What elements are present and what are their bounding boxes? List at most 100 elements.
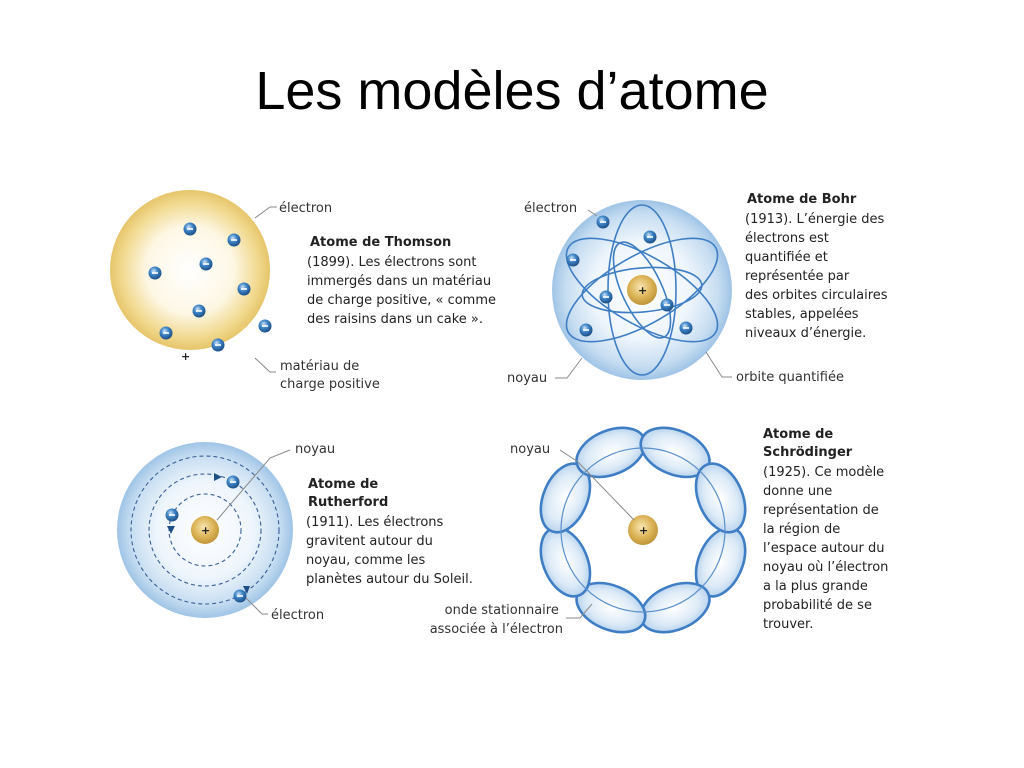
schrodinger-wave-line-2: associée à l’électron — [430, 622, 563, 637]
schrodinger-desc-line: l’espace autour du — [763, 541, 884, 556]
rutherford-desc-line: (1911). Les électrons — [306, 515, 444, 530]
bohr-electrons — [566, 215, 693, 337]
bohr-desc-line: des orbites circulaires — [745, 288, 888, 303]
electron-minus-sign — [196, 310, 202, 312]
schrodinger-desc-line: représentation de — [763, 503, 879, 518]
thomson-positive-sign: + — [181, 350, 190, 363]
electron — [227, 233, 241, 247]
rutherford-nucleus-callout: noyau — [295, 442, 335, 457]
thomson-electron-callout: électron — [279, 201, 332, 216]
bohr-model: + électron noyau orbite quantifiée Atome… — [507, 192, 892, 386]
rutherford-orbit-arrow — [243, 586, 250, 594]
bohr-orbit — [565, 237, 719, 343]
schrodinger-wave — [539, 426, 747, 634]
electron — [148, 266, 162, 280]
electron — [599, 290, 613, 304]
rutherford-name-line: Atome de — [308, 477, 378, 492]
electron-minus-sign — [600, 221, 606, 223]
electron — [199, 257, 213, 271]
rutherford-electron-callout: électron — [271, 608, 324, 623]
schrodinger-nucleus — [628, 515, 658, 545]
electron-minus-sign — [262, 325, 268, 327]
electron-minus-sign — [603, 296, 609, 298]
schrodinger-desc-line: donne une — [763, 484, 832, 499]
rutherford-name: Atome de Rutherford — [308, 477, 388, 510]
electron — [226, 475, 240, 489]
thomson-desc-line: (1899). Les électrons sont — [307, 255, 476, 270]
bohr-desc-line: stables, appelées — [745, 307, 859, 322]
rutherford-orbit-arrow — [214, 473, 222, 481]
electron-minus-sign — [231, 239, 237, 241]
schrodinger-wave-line-1: onde stationnaire — [445, 603, 559, 618]
schrodinger-desc-line: la région de — [763, 522, 840, 537]
electron — [237, 282, 251, 296]
thomson-desc-line: des raisins dans un cake ». — [307, 312, 483, 327]
slide-title: Les modèles d’atome — [255, 61, 769, 121]
thomson-desc-line: immergés dans un matériau — [307, 274, 491, 289]
rutherford-desc-line: noyau, comme les — [306, 553, 426, 568]
electron — [233, 589, 247, 603]
rutherford-orbit — [130, 455, 280, 605]
bohr-name: Atome de Bohr — [747, 192, 857, 207]
electron — [660, 298, 674, 312]
thomson-sphere — [110, 190, 270, 350]
rutherford-name-line: Rutherford — [308, 495, 388, 510]
bohr-orbits — [565, 204, 719, 376]
electron-minus-sign — [237, 595, 243, 597]
electron-minus-sign — [583, 329, 589, 331]
electron-minus-sign — [169, 514, 175, 516]
electron — [192, 304, 206, 318]
electron-minus-sign — [230, 481, 236, 483]
schrodinger-wave-callout: onde stationnaire associée à l’électron — [430, 603, 563, 637]
thomson-material-line-1: matériau de — [280, 359, 359, 374]
bohr-desc-line: électrons est — [745, 231, 829, 246]
schrodinger-name-line: Schrödinger — [763, 445, 853, 460]
schrodinger-description: (1925). Ce modèle donne une représentati… — [763, 465, 893, 632]
bohr-orbit — [565, 237, 719, 343]
schrodinger-model: + noyau onde stationnaire associée à l’é… — [430, 426, 893, 637]
electron-minus-sign — [215, 344, 221, 346]
thomson-electrons — [148, 222, 272, 352]
bohr-orbit — [581, 266, 703, 314]
rutherford-arrows — [167, 473, 250, 594]
wave-inner-ring — [560, 447, 726, 613]
bohr-orbit-callout: orbite quantifiée — [736, 370, 844, 385]
electron-minus-sign — [187, 228, 193, 230]
schrodinger-nucleus-callout: noyau — [510, 442, 550, 457]
bohr-orbit — [607, 204, 677, 376]
schrodinger-name: Atome de Schrödinger — [763, 427, 853, 460]
rutherford-description: (1911). Les électrons gravitent autour d… — [306, 515, 473, 587]
rutherford-orbit-arrow — [167, 526, 175, 534]
rutherford-desc-line: gravitent autour du — [306, 534, 433, 549]
bohr-orbit — [612, 241, 672, 339]
bohr-description: (1913). L’énergie des électrons est quan… — [745, 212, 892, 341]
schrodinger-desc-line: probabilité de se — [763, 598, 872, 613]
bohr-nucleus-sign: + — [638, 284, 647, 297]
schrodinger-desc-line: trouver. — [763, 617, 813, 632]
schrodinger-nucleus-sign: + — [639, 524, 648, 537]
electron-minus-sign — [203, 263, 209, 265]
electron-minus-sign — [647, 236, 653, 238]
electron — [566, 253, 580, 267]
thomson-model: + électron matériau de charge positive A… — [110, 190, 500, 392]
thomson-material-line-2: charge positive — [280, 377, 380, 392]
electron — [159, 326, 173, 340]
electron-minus-sign — [664, 304, 670, 306]
schrodinger-desc-line: noyau où l’électron — [763, 560, 888, 575]
electron-minus-sign — [683, 327, 689, 329]
electron-minus-sign — [152, 272, 158, 274]
rutherford-nucleus-sign: + — [201, 524, 210, 537]
rutherford-nucleus — [191, 516, 219, 544]
rutherford-orbit — [148, 473, 262, 587]
rutherford-model: + noyau électron Atome de Rutherford (19… — [117, 442, 473, 623]
bohr-desc-line: quantifiée et — [745, 250, 828, 265]
electron-minus-sign — [241, 288, 247, 290]
bohr-desc-line: niveaux d’énergie. — [745, 326, 866, 341]
thomson-name: Atome de Thomson — [310, 235, 451, 250]
thomson-description: (1899). Les électrons sont immergés dans… — [307, 255, 500, 327]
bohr-nucleus — [627, 275, 657, 305]
electron — [579, 323, 593, 337]
schrodinger-desc-line: (1925). Ce modèle — [763, 465, 884, 480]
electron — [183, 222, 197, 236]
